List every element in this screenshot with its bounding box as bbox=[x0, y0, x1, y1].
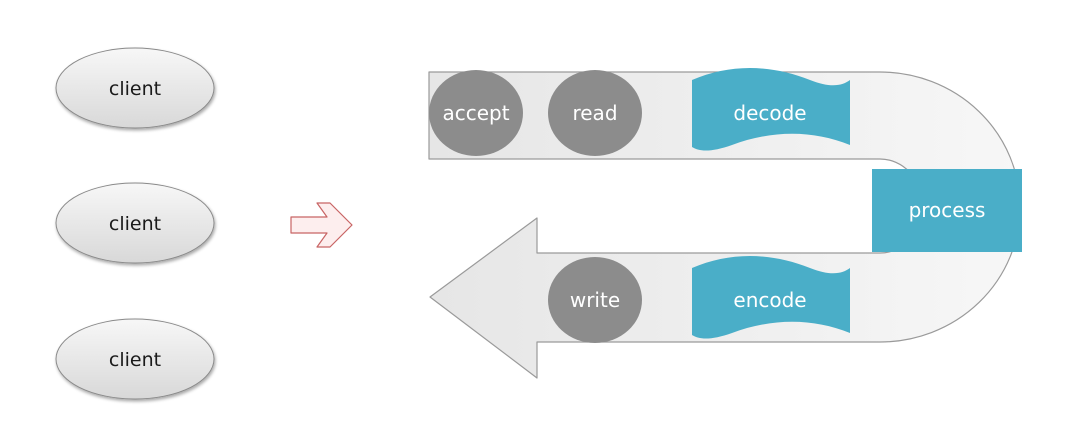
stage-accept: accept bbox=[429, 70, 523, 156]
process-box bbox=[872, 169, 1022, 252]
client-node-3: client bbox=[55, 318, 215, 400]
write-circle bbox=[548, 257, 642, 343]
right-arrow-icon bbox=[290, 202, 353, 248]
accept-label: accept bbox=[442, 101, 509, 125]
stage-encode: encode bbox=[692, 256, 850, 339]
client-label: client bbox=[109, 78, 161, 100]
stage-decode: decode bbox=[692, 68, 850, 151]
stage-write: write bbox=[548, 257, 642, 343]
stage-process: process bbox=[872, 169, 1022, 252]
accept-circle bbox=[429, 70, 523, 156]
process-label: process bbox=[909, 198, 986, 222]
client-label: client bbox=[109, 349, 161, 371]
encode-label: encode bbox=[733, 288, 806, 312]
client-node-2: client bbox=[55, 182, 215, 264]
stage-read: read bbox=[548, 70, 642, 156]
client-ellipse bbox=[55, 182, 215, 264]
decode-label: decode bbox=[733, 101, 806, 125]
write-label: write bbox=[570, 288, 620, 312]
read-circle bbox=[548, 70, 642, 156]
client-node-1: client bbox=[55, 47, 215, 129]
client-ellipse bbox=[55, 47, 215, 129]
client-ellipse bbox=[55, 318, 215, 400]
read-label: read bbox=[572, 101, 617, 125]
decode-wave bbox=[692, 68, 850, 151]
client-label: client bbox=[109, 213, 161, 235]
encode-wave bbox=[692, 256, 850, 339]
